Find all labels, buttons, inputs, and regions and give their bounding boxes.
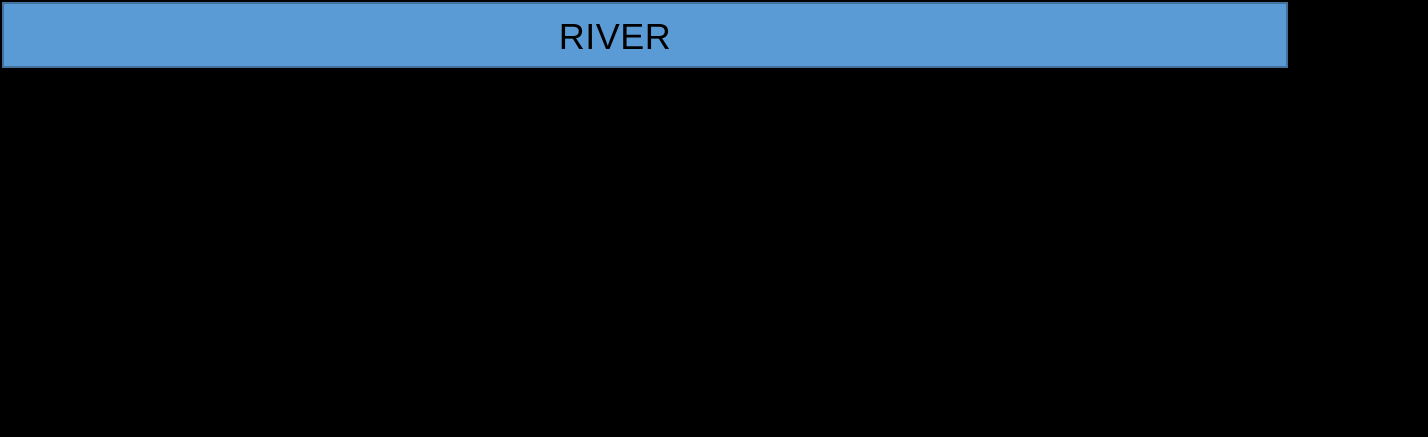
river-label: RIVER bbox=[558, 16, 672, 57]
empty-land-region bbox=[0, 69, 1428, 437]
river-band[interactable]: RIVER bbox=[2, 2, 1288, 68]
